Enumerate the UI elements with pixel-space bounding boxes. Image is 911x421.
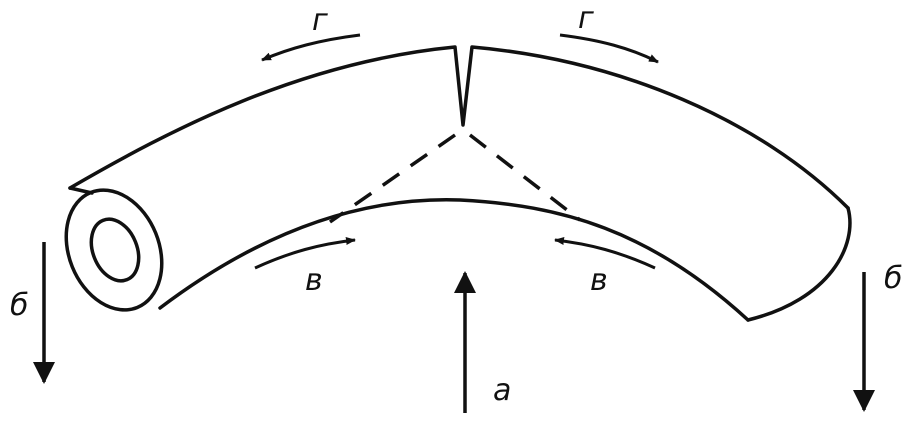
arrow-g-left [261, 33, 361, 62]
surface-arrows [254, 33, 659, 270]
label-v-right: в [590, 263, 608, 298]
label-g-left: г [312, 3, 328, 38]
arrow-v-right [554, 237, 656, 270]
force-arrows [33, 242, 875, 413]
arrow-g-right [559, 33, 659, 64]
label-v-left: в [305, 263, 323, 298]
label-b-right: б [884, 261, 903, 296]
label-a: а [493, 373, 511, 408]
tube-left-end-inner [89, 217, 141, 283]
label-b-left: б [10, 288, 29, 323]
tube-outer-arc-left [68, 45, 850, 210]
tube-left-end-outer [64, 188, 164, 312]
tube-right-end [746, 206, 852, 322]
tube-inner-arc [158, 198, 750, 322]
arrow-v-left [254, 237, 356, 270]
bent-tube [64, 45, 852, 322]
label-g-right: г [578, 1, 594, 36]
neutral-dashed-lines [329, 133, 582, 224]
